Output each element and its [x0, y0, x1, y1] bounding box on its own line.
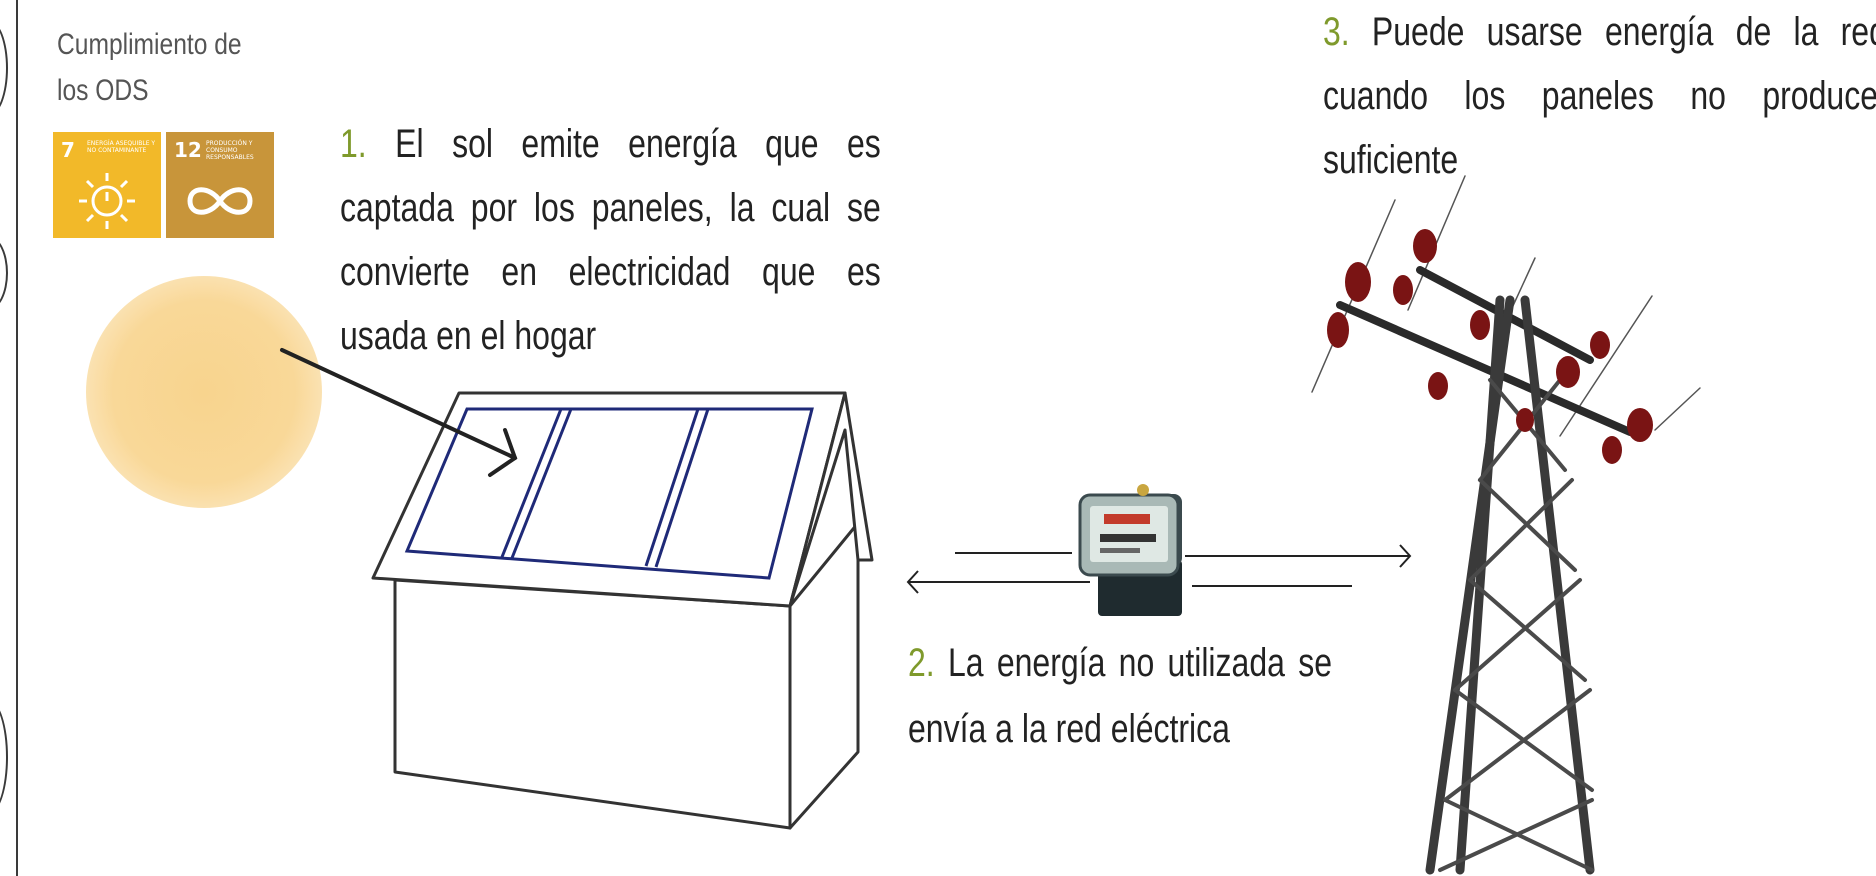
left-border-line: [16, 0, 18, 876]
sun-icon: [86, 276, 322, 508]
house-wall: [393, 578, 792, 830]
house-gable: [788, 391, 874, 608]
step-1-description: El sol emite energía que es captada por …: [340, 122, 881, 358]
step-1-text: 1. El sol emite energía que es captada p…: [340, 112, 881, 368]
electricity-meter-icon: [1078, 484, 1182, 616]
solar-panels: [404, 407, 814, 580]
sun-to-panel-arrow: [280, 348, 518, 477]
panel-divider-2b: [654, 408, 710, 568]
ods-goal-7-tile: 7 ENERGÍA ASEQUIBLE Y NO CONTAMINANTE: [53, 132, 161, 238]
house-side-wall: [788, 521, 860, 830]
ods-goal-12-number: 12: [174, 138, 202, 162]
ods-goal-7-number: 7: [61, 138, 75, 162]
step-1-number: 1.: [340, 122, 367, 166]
step-3-number: 3.: [1323, 10, 1350, 54]
tower-insulators: [1327, 229, 1653, 464]
panel-divider-1a: [500, 408, 563, 558]
grid-flow-arrows: [906, 544, 1412, 594]
infinity-icon: [187, 187, 253, 215]
ods-goal-12-tile: 12 PRODUCCIÓN Y CONSUMO RESPONSABLES: [166, 132, 274, 238]
ods-goal-7-label: ENERGÍA ASEQUIBLE Y NO CONTAMINANTE: [87, 140, 156, 154]
power-transmission-tower-icon: [1311, 175, 1701, 875]
step-3-description: Puede usarse energía de la red, cuando l…: [1323, 10, 1876, 182]
ods-goal-12-label: PRODUCCIÓN Y CONSUMO RESPONSABLES: [206, 140, 254, 161]
step-3-text: 3. Puede usarse energía de la red, cuand…: [1323, 0, 1876, 192]
step-2-description: La energía no utilizada se envía a la re…: [908, 641, 1332, 751]
panel-divider-1b: [510, 408, 573, 559]
ods-title: Cumplimiento de los ODS: [57, 28, 242, 107]
panel-divider-2a: [644, 408, 700, 567]
sun-power-icon: [79, 173, 135, 229]
step-2-text: 2. La energía no utilizada se envía a la…: [908, 630, 1332, 762]
step-2-number: 2.: [908, 641, 935, 685]
